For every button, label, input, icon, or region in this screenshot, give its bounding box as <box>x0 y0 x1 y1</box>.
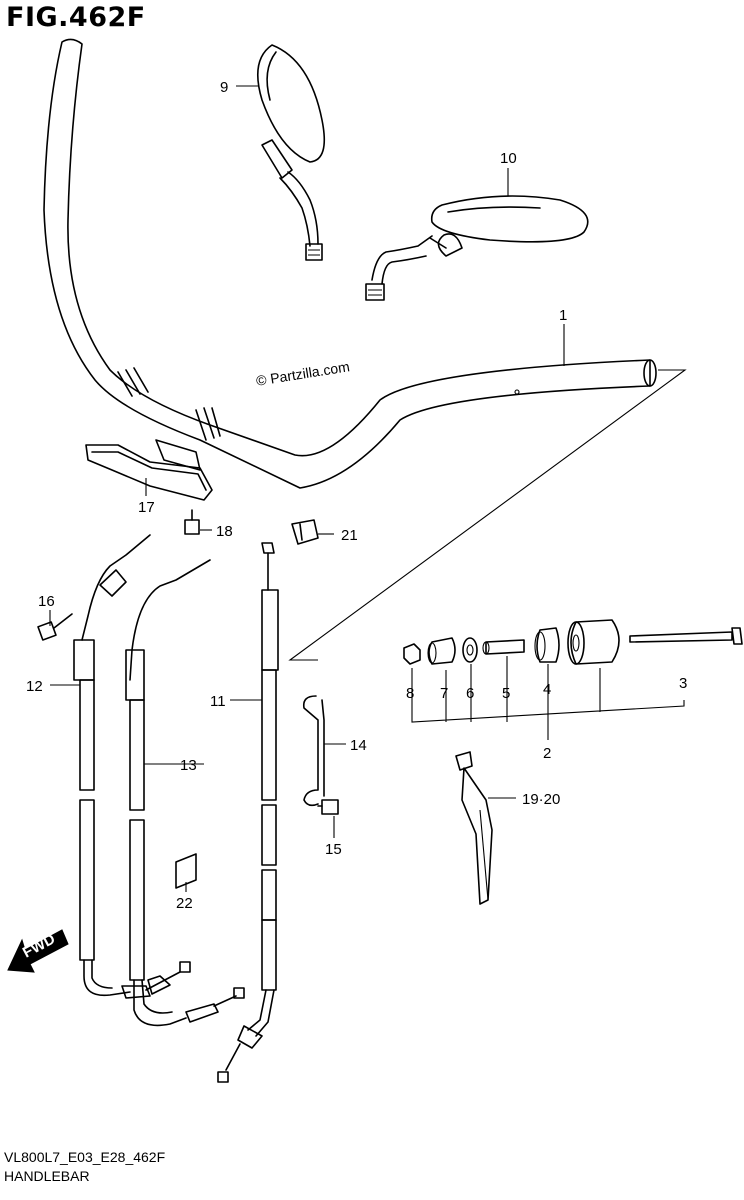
figure-code: VL800L7_E03_E28_462F <box>4 1149 166 1165</box>
mirror-left[interactable] <box>365 195 589 301</box>
callout-4: 4 <box>543 681 551 698</box>
callout-10: 10 <box>500 150 517 167</box>
spacer-5[interactable] <box>482 639 525 655</box>
handlebar[interactable] <box>43 38 657 489</box>
balancer-4[interactable] <box>534 627 560 663</box>
collar-7[interactable] <box>427 637 456 665</box>
caution-label-22[interactable] <box>175 853 197 889</box>
nut-8[interactable] <box>403 643 421 665</box>
callout-11: 11 <box>210 693 226 710</box>
callout-5: 5 <box>502 685 510 702</box>
callout-2: 2 <box>543 745 551 762</box>
bolt-15[interactable] <box>317 799 339 815</box>
callout-13: 13 <box>180 757 197 774</box>
callout-22: 22 <box>176 895 193 912</box>
cable-tie-19-20[interactable] <box>455 751 493 905</box>
callout-15: 15 <box>325 841 342 858</box>
throttle-cable-13[interactable] <box>125 559 245 1027</box>
cable-stay-14[interactable] <box>302 695 325 807</box>
callout-1: 1 <box>559 307 567 324</box>
callout-12: 12 <box>26 678 43 695</box>
callout-8: 8 <box>406 685 414 702</box>
callout-9: 9 <box>220 79 228 96</box>
callout-21: 21 <box>341 527 358 544</box>
figure-name: HANDLEBAR <box>4 1168 90 1184</box>
figure-title: FIG.462F <box>6 2 146 33</box>
bolt-16[interactable] <box>37 613 73 641</box>
cable-bracket[interactable] <box>85 439 213 501</box>
washer-6[interactable] <box>462 637 478 663</box>
balancer-weight[interactable] <box>567 619 620 665</box>
fwd-arrow: FWD <box>7 929 69 973</box>
callout-19-20: 19·20 <box>522 791 560 808</box>
callout-3: 3 <box>679 675 687 692</box>
callout-16: 16 <box>38 593 55 610</box>
throttle-cable-12[interactable] <box>73 534 191 999</box>
bolt-18[interactable] <box>184 509 200 535</box>
callout-7: 7 <box>440 685 448 702</box>
clamp-21[interactable] <box>291 519 319 545</box>
clutch-cable-11[interactable] <box>217 542 279 1083</box>
callout-17: 17 <box>138 499 155 516</box>
mirror-right[interactable] <box>256 44 326 261</box>
callout-6: 6 <box>466 685 474 702</box>
screw-3[interactable] <box>629 627 743 645</box>
callout-18: 18 <box>216 523 233 540</box>
callout-14: 14 <box>350 737 367 754</box>
